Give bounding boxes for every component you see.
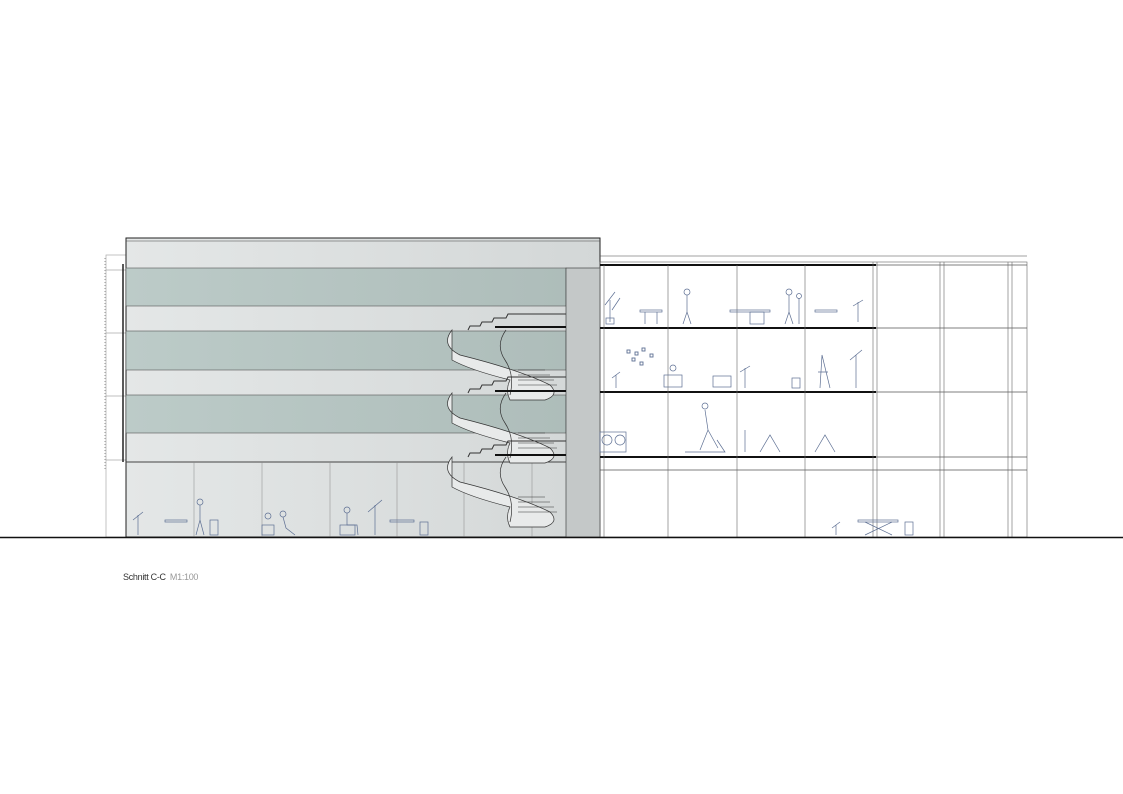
- spiral-staircase: [447, 313, 567, 528]
- furniture-and-people: [132, 288, 914, 536]
- drawing-caption: Schnitt C-C M1:100: [123, 572, 198, 582]
- section-scale: M1:100: [169, 572, 199, 582]
- atrium-hall: [122, 237, 601, 538]
- residential-floors: [599, 255, 1028, 538]
- section-title: Schnitt C-C: [123, 572, 166, 582]
